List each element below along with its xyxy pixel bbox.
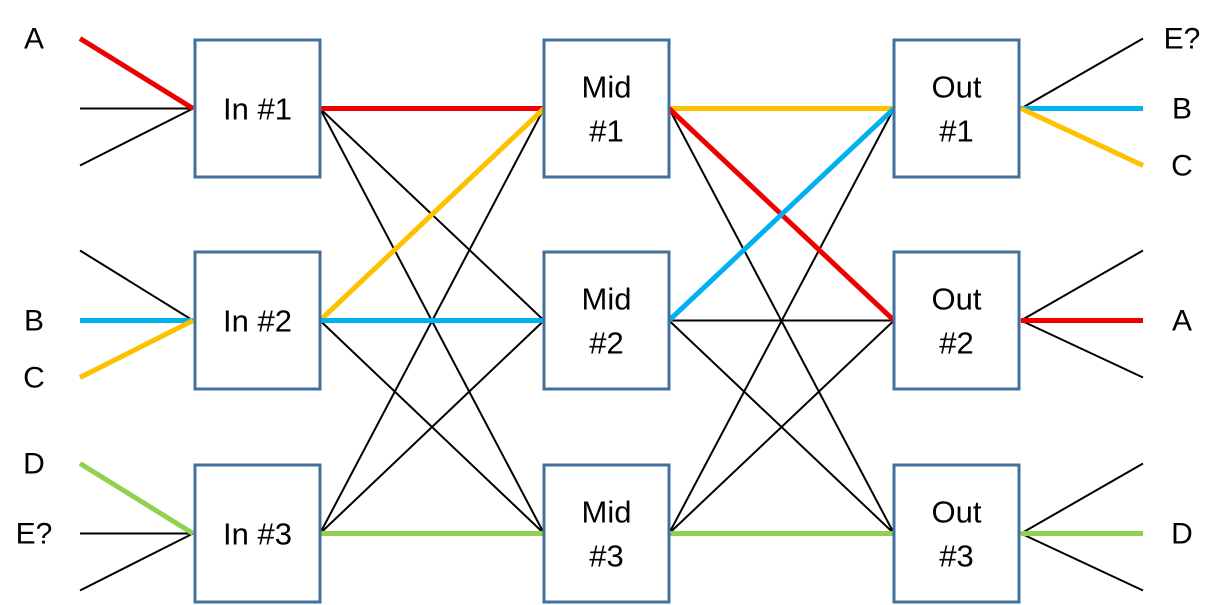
node-in3: In #3 [193, 463, 322, 604]
node-label: #1 [939, 114, 973, 149]
link-in2-mid1 [318, 106, 546, 323]
node-out3: Out #3 [892, 463, 1021, 604]
in-label: E? [16, 518, 53, 551]
node-label: In #3 [223, 517, 292, 552]
out-label: E? [1164, 23, 1201, 56]
node-box [892, 463, 1021, 604]
node-label: Mid [582, 70, 632, 105]
link-mid3-out1 [668, 108, 895, 534]
links-layer [318, 106, 896, 536]
out-port-out1-0 [1020, 37, 1144, 110]
node-box [193, 463, 322, 604]
link-mid2-out1 [667, 106, 896, 323]
node-label: Out [932, 70, 982, 105]
link-in3-mid2 [319, 319, 545, 535]
node-mid3: Mid #3 [542, 463, 671, 604]
node-label: In #2 [223, 304, 292, 339]
node-label: #3 [939, 539, 973, 574]
out-label: C [1171, 150, 1193, 183]
out-port-out2-2 [1020, 319, 1144, 379]
out-port-out2-0 [1020, 249, 1144, 322]
in-port-in3-2 [79, 532, 194, 592]
in-port-in2-0 [79, 249, 194, 322]
node-in2: In #2 [193, 250, 322, 391]
node-box [193, 38, 322, 179]
node-box [892, 250, 1021, 391]
in-port-in3-0 [78, 461, 195, 536]
in-port-in2-2 [78, 318, 195, 380]
node-label: Out [932, 495, 982, 530]
node-box [892, 38, 1021, 179]
out-label: B [1172, 93, 1192, 126]
out-label: D [1171, 518, 1193, 551]
out-port-out3-2 [1020, 532, 1144, 592]
in-label: C [23, 362, 45, 395]
node-mid2: Mid #2 [542, 250, 671, 391]
node-out2: Out #2 [892, 250, 1021, 391]
node-label: Out [932, 282, 982, 317]
node-out1: Out #1 [892, 38, 1021, 179]
node-label: Mid [582, 282, 632, 317]
node-box [542, 463, 671, 604]
in-label: D [23, 448, 45, 481]
out-port-out1-2 [1019, 106, 1145, 168]
node-label: #1 [589, 114, 623, 149]
nodes-layer: In #1In #2In #3Mid#1Mid#2Mid#3Out#1Out#2… [193, 38, 1021, 604]
node-box [542, 38, 671, 179]
node-mid1: Mid #1 [542, 38, 671, 179]
node-in1: In #1 [193, 38, 322, 179]
node-label: #2 [589, 326, 623, 361]
in-port-in1-2 [79, 107, 194, 167]
node-label: In #1 [223, 92, 292, 127]
in-label: B [24, 305, 44, 338]
out-label: A [1172, 305, 1192, 338]
in-label: A [24, 23, 44, 56]
node-label: #2 [939, 326, 973, 361]
node-label: #3 [589, 539, 623, 574]
in-port-in1-0 [78, 36, 195, 111]
link-mid3-out2 [668, 319, 895, 535]
ports-layer [78, 36, 1145, 592]
node-box [193, 250, 322, 391]
node-box [542, 250, 671, 391]
node-label: Mid [582, 495, 632, 530]
out-port-out3-0 [1020, 462, 1144, 535]
